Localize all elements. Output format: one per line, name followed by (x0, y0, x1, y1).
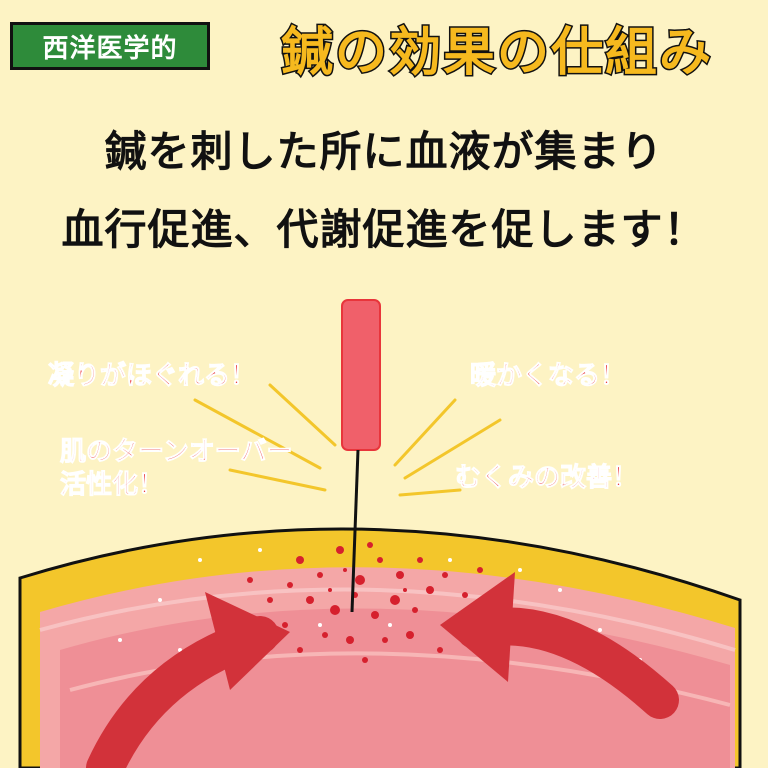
category-badge: 西洋医学的 (10, 22, 210, 70)
right-arrow-head (440, 572, 515, 682)
needle-shaft (350, 449, 360, 613)
effect-label-skin-line2: 活性化！ (59, 469, 165, 500)
effect-label-swelling: むくみの改善！ (454, 463, 639, 494)
lead-text-line2: 血行促進、代謝促進を促します！ (61, 205, 707, 254)
page-title: 鍼の効果の仕組み (279, 21, 713, 84)
effect-label-skin: 肌のターンオーバー 活性化！ (59, 436, 293, 501)
left-arrow-head (205, 592, 290, 690)
needle-handle (341, 299, 381, 451)
radiating-lines (193, 383, 502, 497)
effect-label-warmth: 暖かくなる！ (469, 361, 627, 392)
tissue-stripe (39, 587, 736, 652)
effect-label-stiffness: 凝りがほぐれる！ (47, 361, 257, 392)
effect-label-skin-line1: 肌のターンオーバー (59, 437, 293, 468)
lead-text-line1: 鍼を刺した所に血液が集まり (104, 127, 664, 176)
badge-label: 西洋医学的 (42, 33, 178, 64)
